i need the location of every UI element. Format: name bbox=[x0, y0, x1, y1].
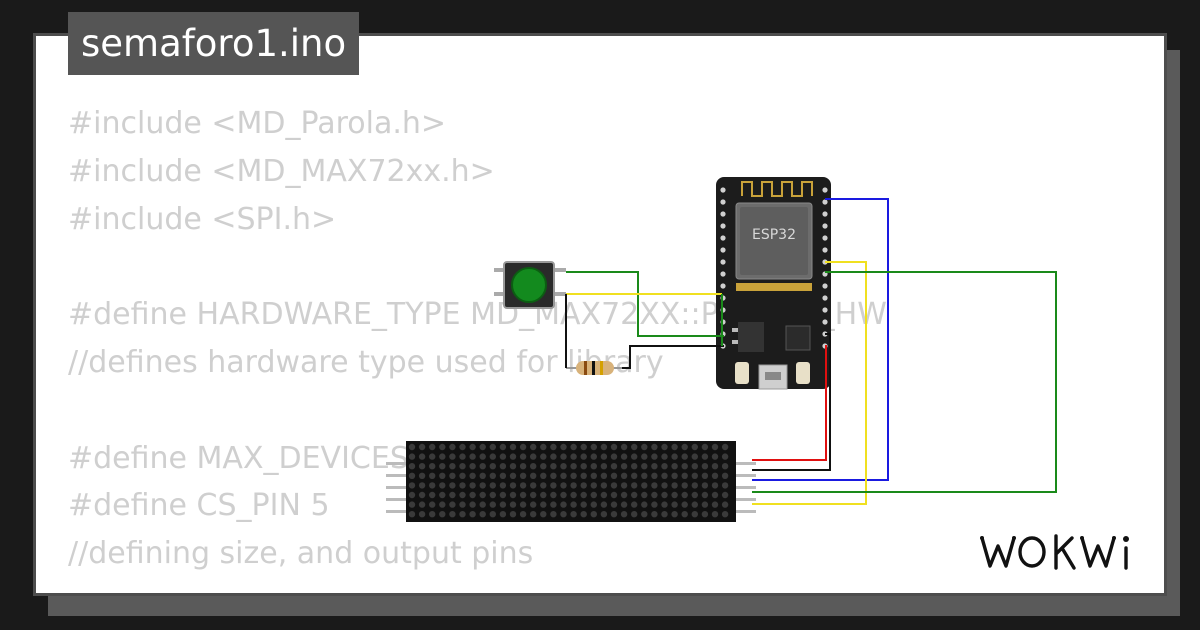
wire-red bbox=[752, 345, 827, 461]
wire-green-button bbox=[566, 271, 724, 337]
sketch-title: semaforo1.ino bbox=[68, 12, 360, 75]
code-line: //defining size, and output pins bbox=[68, 536, 534, 572]
wire-black bbox=[752, 333, 831, 471]
wires bbox=[565, 198, 1057, 505]
wire-green bbox=[752, 271, 1057, 493]
code-line: #include <MD_MAX72xx.h> bbox=[68, 153, 495, 189]
code-line: #define MAX_DEVICES 4 bbox=[68, 440, 438, 476]
wire-yellow bbox=[752, 261, 867, 505]
led-matrix bbox=[386, 441, 756, 522]
code-preview: #include <MD_Parola.h> #include <MD_MAX7… bbox=[68, 100, 887, 578]
code-line: #include <MD_Parola.h> bbox=[68, 106, 447, 141]
esp32-chip-label: ESP32 bbox=[752, 227, 796, 243]
wokwi-logo bbox=[980, 534, 1129, 570]
code-line: #include <SPI.h> bbox=[68, 201, 337, 237]
pushbutton bbox=[494, 261, 566, 309]
resistor bbox=[566, 361, 622, 375]
wire-blue bbox=[752, 198, 889, 481]
code-line: #define CS_PIN 5 bbox=[68, 488, 330, 524]
wire-black-resistor bbox=[622, 345, 724, 369]
esp32-board: ESP32 bbox=[716, 177, 831, 390]
